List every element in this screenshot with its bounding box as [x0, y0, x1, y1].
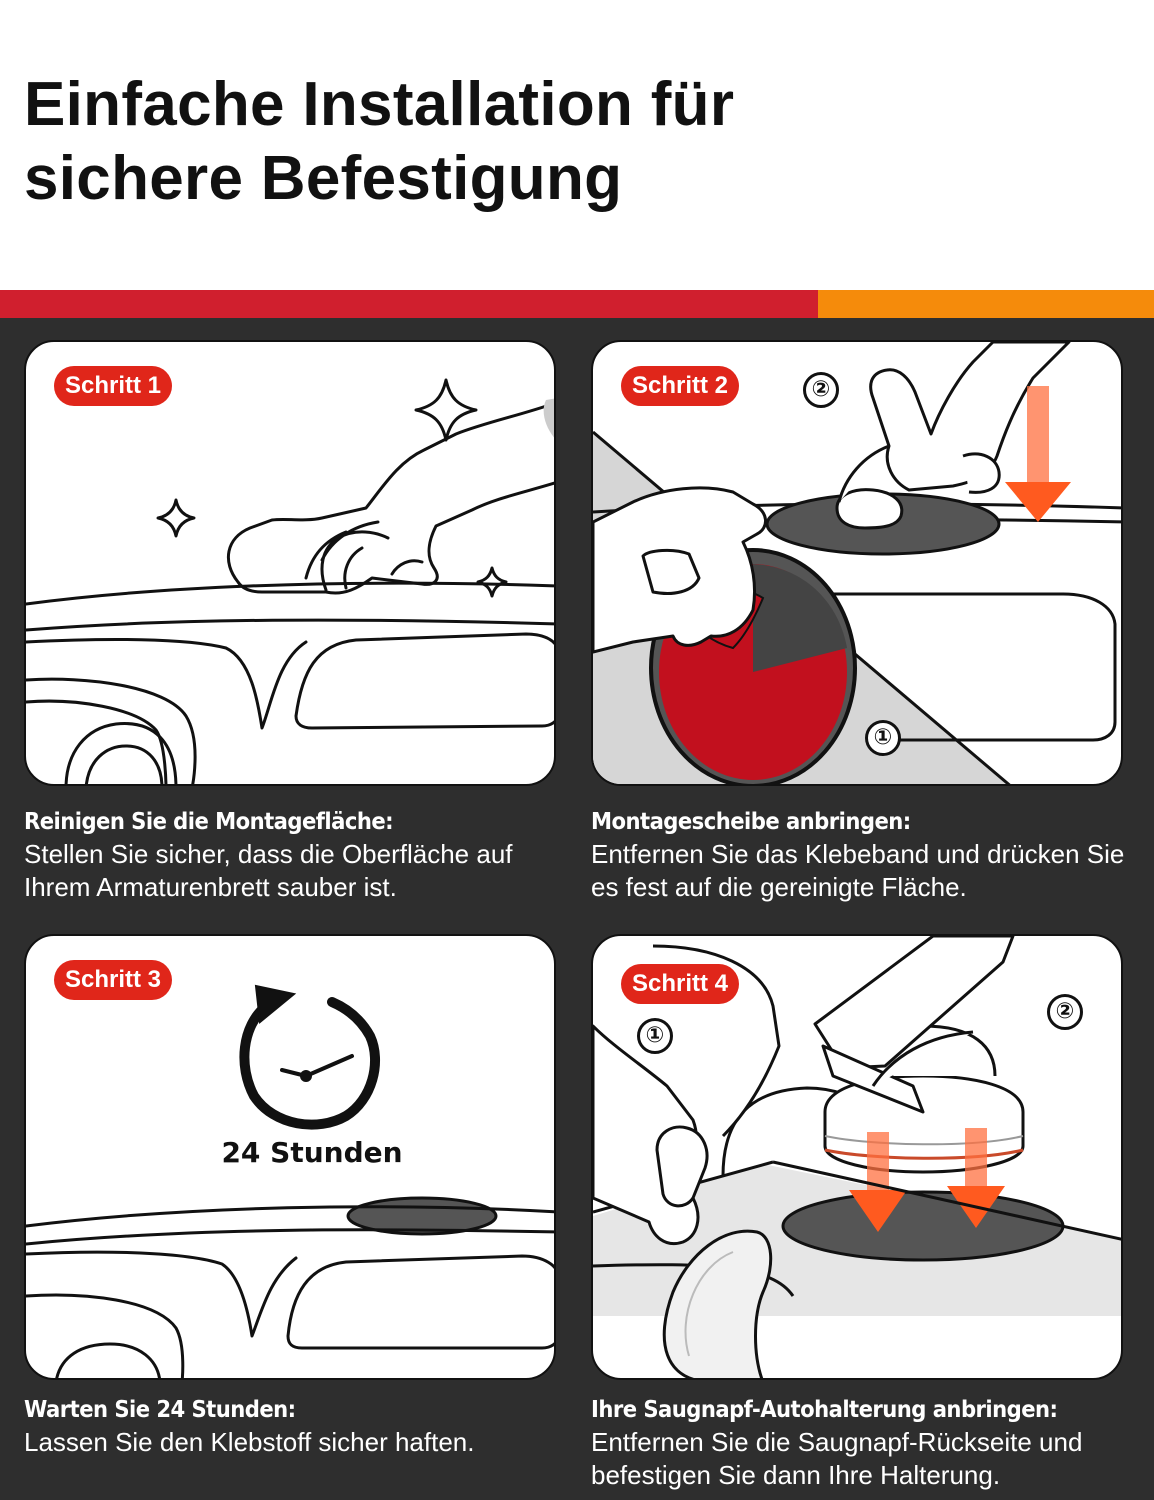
step-2-marker-2: ②	[803, 372, 839, 408]
step-1-card: Schritt 1	[24, 340, 556, 786]
step-4-description: Entfernen Sie die Saugnapf-Rückseite und…	[591, 1427, 1083, 1490]
step-3-illustration	[26, 984, 554, 1378]
step-3-description: Lassen Sie den Klebstoff sicher haften.	[24, 1427, 475, 1457]
sparkle-icon	[414, 378, 478, 442]
header: Einfache Installation für sichere Befest…	[0, 0, 1154, 290]
mounting-disc-icon	[781, 1190, 1065, 1262]
page-title-line-1: Einfache Installation für	[24, 70, 735, 139]
step-1-description: Stellen Sie sicher, dass die Oberfläche …	[24, 839, 513, 902]
step-4-text: Ihre Saugnapf-Autohalterung anbringen: E…	[591, 1394, 1131, 1492]
step-1-title: Reinigen Sie die Montagefläche:	[24, 809, 394, 835]
accent-bar-red	[0, 290, 818, 318]
step-1-text: Reinigen Sie die Montagefläche: Stellen …	[24, 806, 564, 904]
step-4-marker-1: ①	[637, 1018, 673, 1054]
step-3-text: Warten Sie 24 Stunden: Lassen Sie den Kl…	[24, 1394, 564, 1459]
step-2-badge: Schritt 2	[621, 366, 740, 406]
steering-wheel-icon	[26, 677, 197, 784]
step-3-card: Schritt 3 24 Stunden	[24, 934, 556, 1380]
page-title: Einfache Installation für sichere Befest…	[24, 68, 734, 216]
step-2-marker-1: ①	[865, 720, 901, 756]
step-4-badge: Schritt 4	[621, 964, 740, 1004]
page-title-line-2: sichere Befestigung	[24, 144, 623, 213]
hand-cloth-icon	[227, 401, 554, 595]
step-1-illustration	[26, 378, 554, 784]
step-2-card: Schritt 2 ② ①	[591, 340, 1123, 786]
step-4-title: Ihre Saugnapf-Autohalterung anbringen:	[591, 1397, 1058, 1423]
step-2-text: Montagescheibe anbringen: Entfernen Sie …	[591, 806, 1131, 904]
step-3-badge: Schritt 3	[54, 960, 173, 1000]
clock-icon	[239, 984, 381, 1130]
dashboard-icon	[26, 1205, 554, 1378]
step-4-illustration	[593, 936, 1121, 1378]
step-4-card: Schritt 4 ① ②	[591, 934, 1123, 1380]
step-2-title: Montagescheibe anbringen:	[591, 809, 911, 835]
press-hand-icon	[835, 342, 1071, 530]
step-3-title: Warten Sie 24 Stunden:	[24, 1397, 296, 1423]
step-4-marker-2: ②	[1047, 994, 1083, 1030]
dashboard-icon	[26, 581, 554, 730]
step-2-description: Entfernen Sie das Klebeband und drücken …	[591, 839, 1125, 902]
accent-bar-orange	[818, 290, 1154, 318]
peel-film-icon	[662, 1229, 773, 1378]
hours-label: 24 Stunden	[221, 1136, 403, 1169]
step-1-badge: Schritt 1	[54, 366, 173, 406]
step-2-illustration	[593, 342, 1121, 784]
arrow-down-icon	[1005, 386, 1071, 522]
